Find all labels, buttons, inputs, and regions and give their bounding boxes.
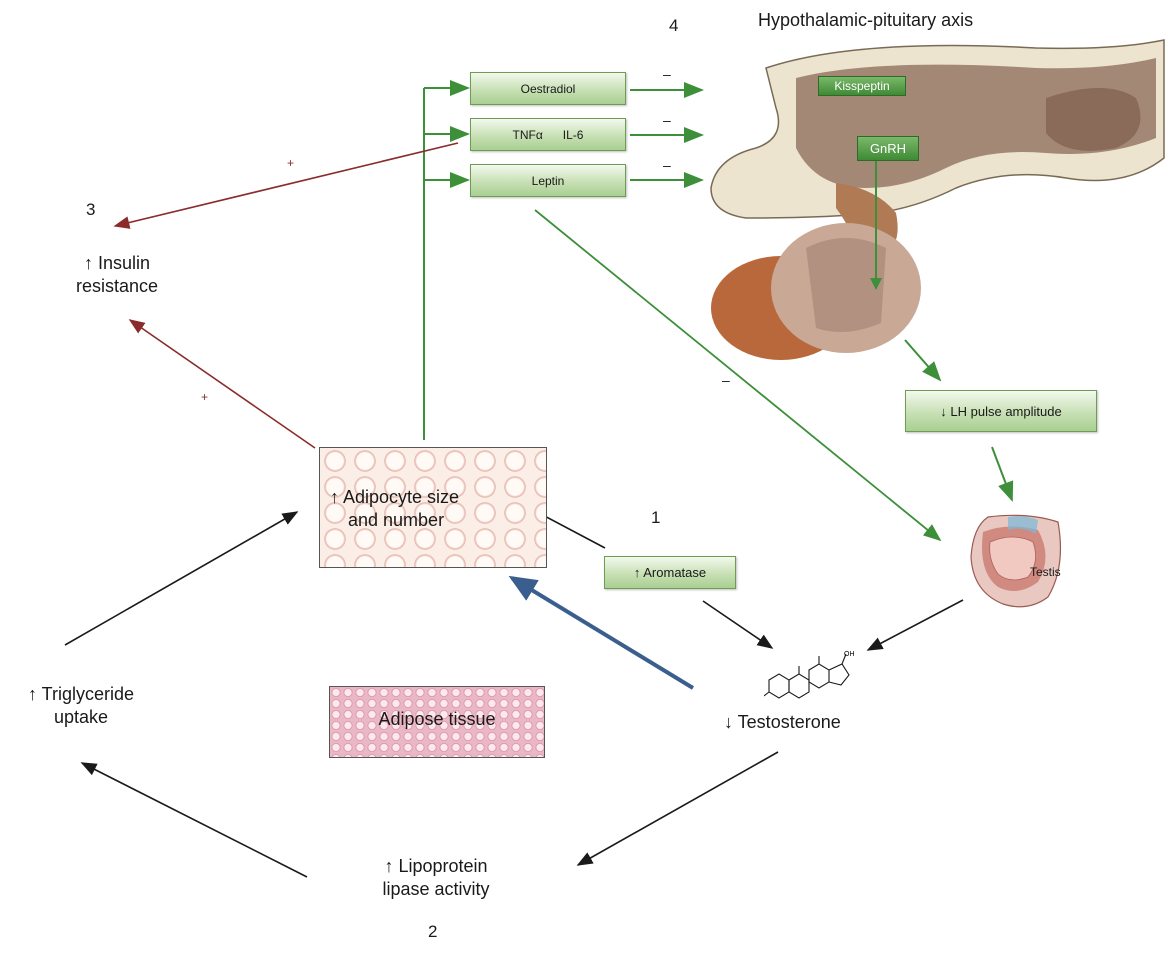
lipoprotein-line1: ↑ Lipoprotein [384,856,488,876]
testosterone-to-lipoprotein [576,751,779,866]
insulin-line2: resistance [75,276,159,296]
testosterone-to-adipocyte [508,575,695,690]
testosterone-node: ↓ Testosterone [724,712,841,732]
adipocyte-line2: and number [348,510,445,530]
adipose-tissue-image [329,686,545,758]
plus-sign-tnf: + [287,156,295,170]
aromatase-box: ↑ Aromatase [604,556,736,589]
label-2: 2 [428,922,438,941]
testis-illustration [970,514,1062,608]
lipoprotein-node: ↑ Lipoprotein lipase activity [356,855,516,901]
leptin-to-testis [534,209,942,542]
label-4: 4 [669,16,679,35]
adipocyte-line1: ↑ Adipocyte size [330,487,460,507]
adipocyte-to-insulin [128,319,316,449]
label-1: 1 [651,508,661,527]
il6-label: IL-6 [562,127,584,142]
testosterone-molecule-icon: OH [764,651,855,699]
insulin-resistance-node: ↑ Insulin resistance [52,252,182,298]
triglyceride-line2: uptake [53,707,109,727]
hypothalamic-pituitary-illustration [710,39,1165,360]
adipocyte-node: ↑ Adipocyte size and number [330,486,540,532]
minus-sign-oestradiol: – [663,66,671,82]
minus-sign-tnf: – [663,112,671,128]
lh-box: ↓ LH pulse amplitude [905,390,1097,432]
tnf-label: TNFα [512,127,543,142]
cytokine-box: TNFα IL-6 [470,118,626,151]
svg-text:OH: OH [844,651,855,658]
minus-sign-leptin: – [663,157,671,173]
lipoprotein-line2: lipase activity [382,879,490,899]
pituitary-highlight [806,238,886,332]
aromatase-to-testosterone [702,600,774,649]
testis-to-testosterone [866,599,964,651]
gnrh-box: GnRH [857,136,919,161]
adipocyte-image [319,447,547,568]
insulin-line1: ↑ Insulin [83,253,151,273]
kisspeptin-box: Kisspeptin [818,76,906,96]
label-3: 3 [86,200,96,219]
oestradiol-box: Oestradiol [470,72,626,105]
triglyceride-node: ↑ Triglyceride uptake [6,683,156,729]
triglyceride-line1: ↑ Triglyceride [27,684,135,704]
triglyceride-to-adipocyte [64,511,299,646]
lipoprotein-to-triglyceride [80,762,308,878]
adipose-tissue-label: Adipose tissue [378,709,496,729]
diagram-title: Hypothalamic-pituitary axis [758,10,974,30]
pituitary-to-lh [904,339,942,382]
tnf-to-insulin [113,142,459,229]
plus-sign-adipocyte: + [201,390,209,404]
leptin-box: Leptin [470,164,626,197]
minus-sign-testis: – [722,372,730,388]
lh-to-testis [991,446,1014,502]
pituitary-lobe-right [1046,88,1141,151]
testis-label: Testis [1030,565,1061,579]
